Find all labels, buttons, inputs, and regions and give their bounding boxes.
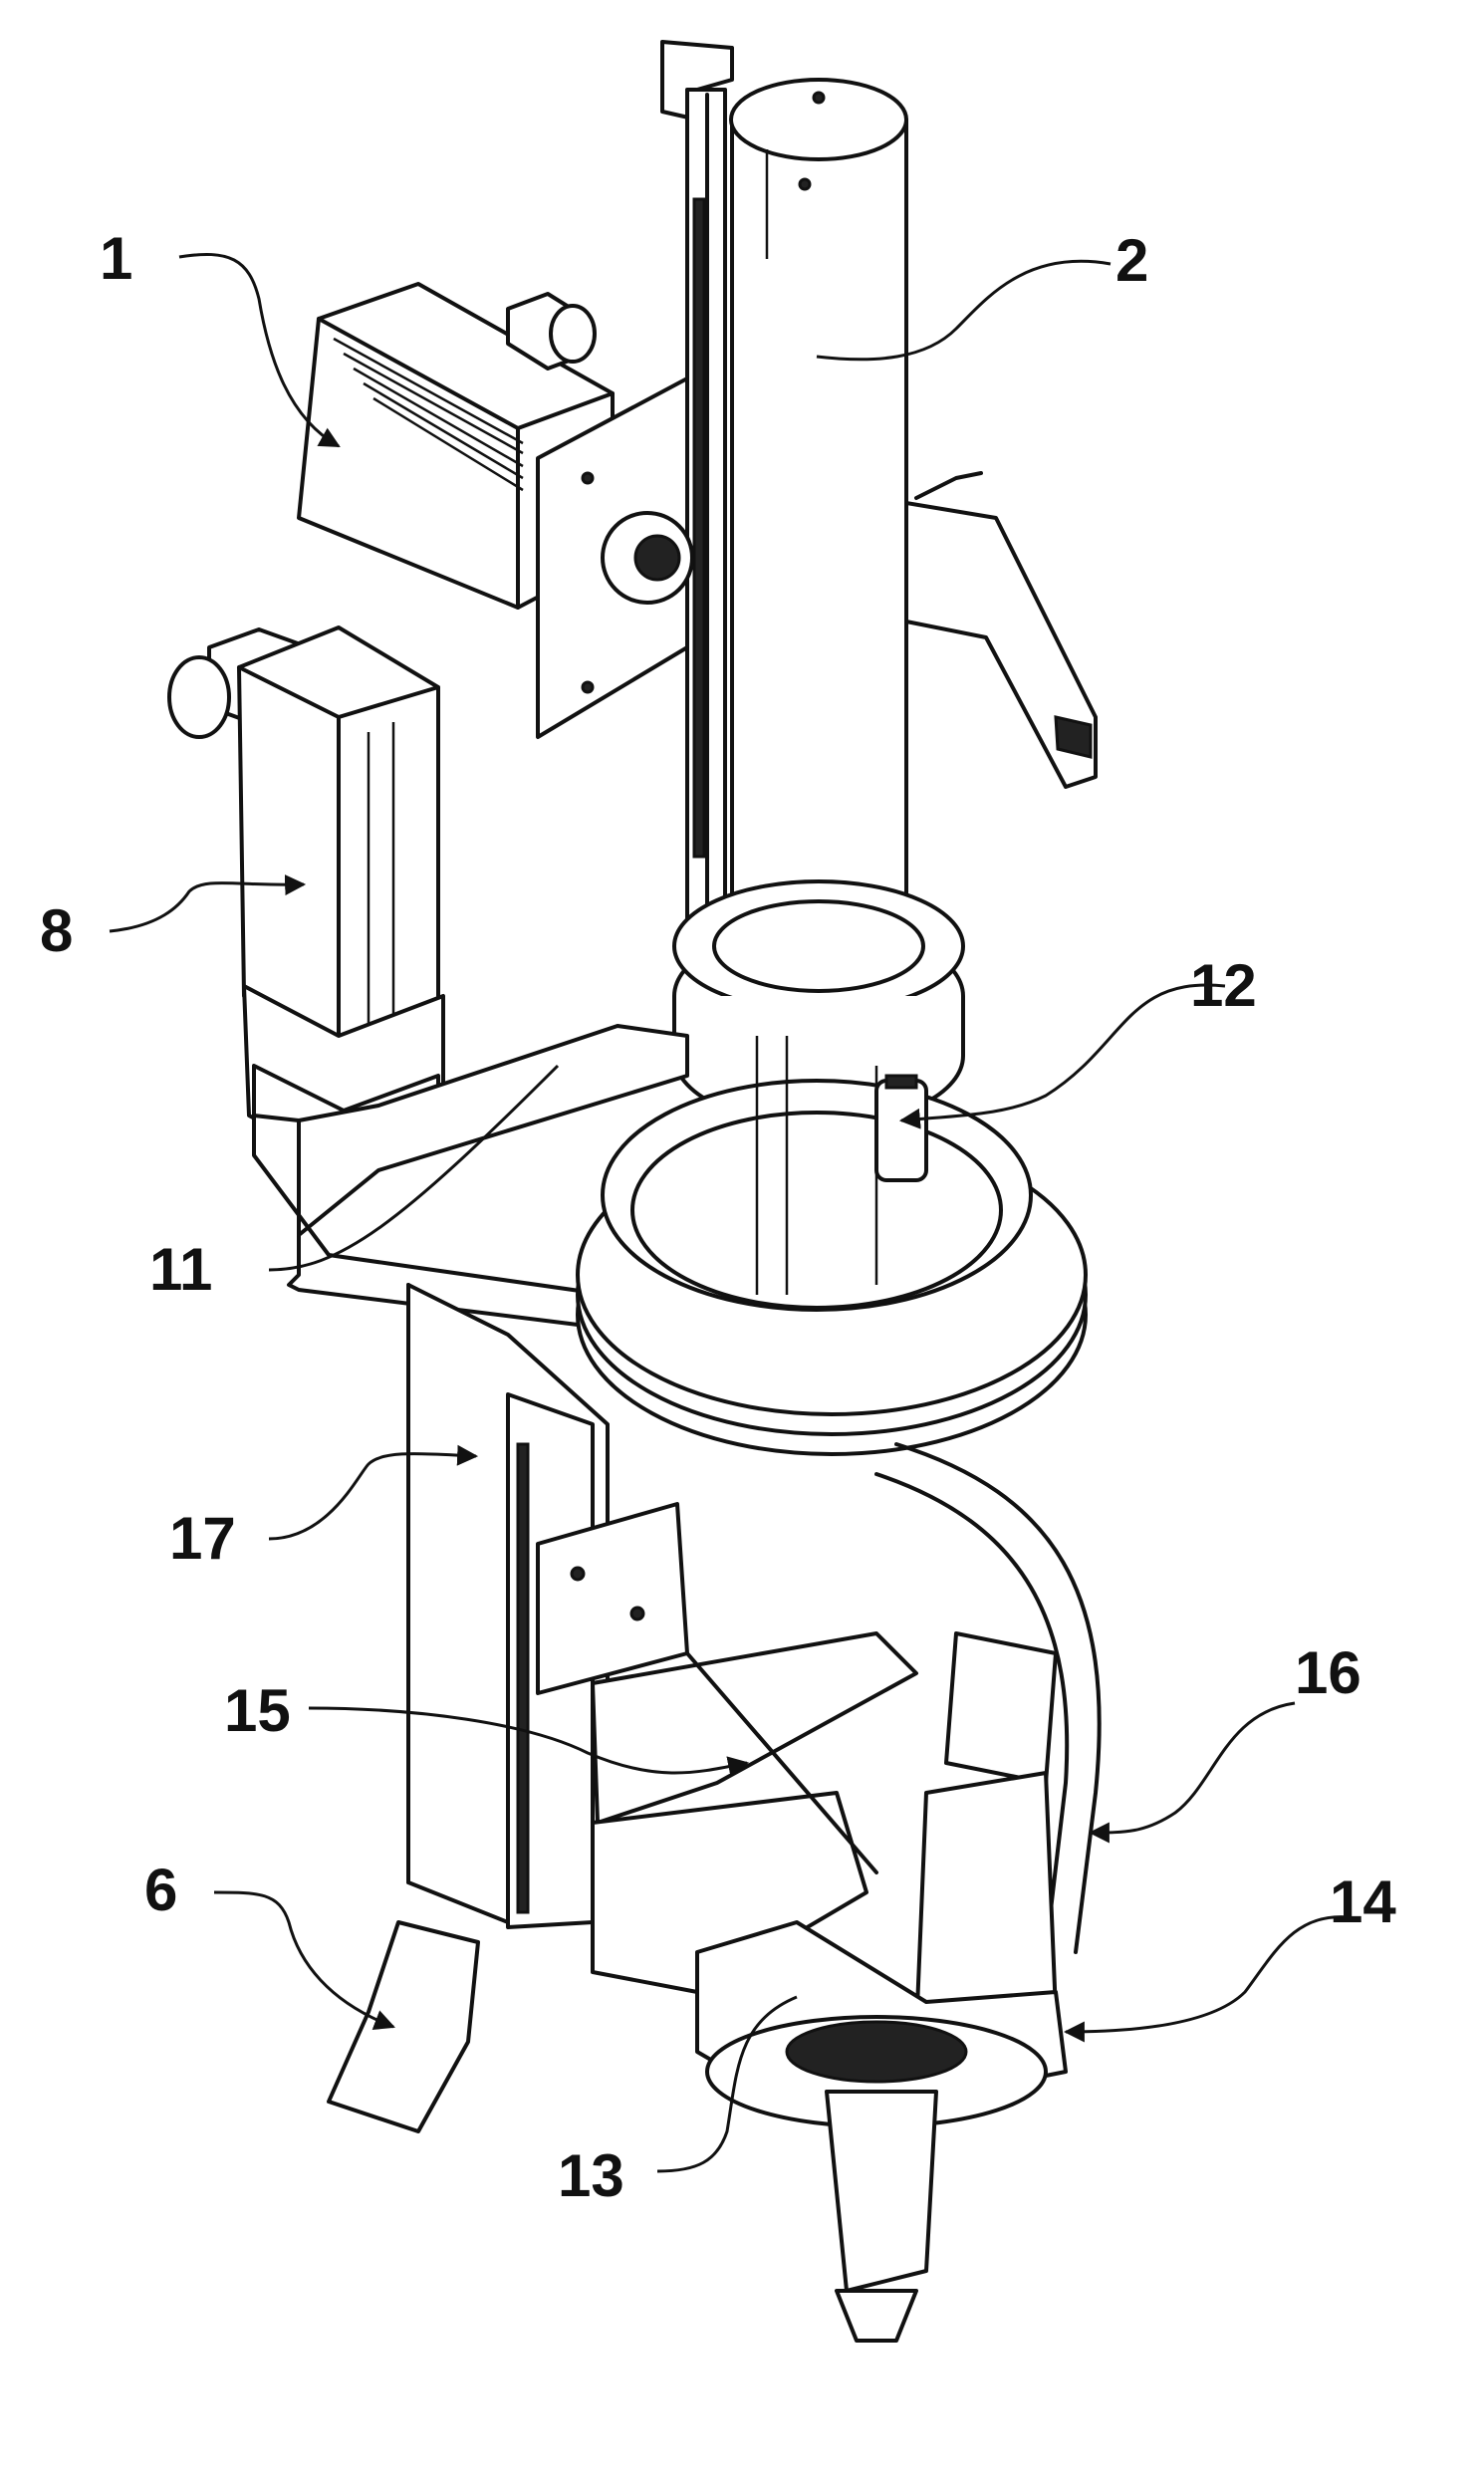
- label-17: 17: [169, 1509, 236, 1569]
- label-12: 12: [1190, 956, 1257, 1016]
- label-16: 16: [1295, 1643, 1361, 1703]
- leader-16: [1091, 1703, 1295, 1833]
- label-14: 14: [1330, 1872, 1396, 1932]
- label-11: 11: [149, 1240, 212, 1300]
- mounting-bracket: [876, 473, 1096, 787]
- feed-arm: [329, 1922, 478, 2131]
- rotary-ring: [578, 1036, 1086, 1454]
- label-1: 1: [100, 229, 132, 289]
- leader-14: [1066, 1917, 1350, 2032]
- leader-6: [214, 1892, 393, 2027]
- label-15: 15: [224, 1681, 291, 1741]
- column-2: [731, 80, 906, 946]
- actuator-12: [876, 1076, 926, 1180]
- motor-unit-8: [169, 627, 443, 1175]
- label-13: 13: [558, 2146, 624, 2206]
- label-8: 8: [40, 901, 73, 961]
- label-6: 6: [144, 1861, 177, 1920]
- label-2: 2: [1115, 231, 1148, 291]
